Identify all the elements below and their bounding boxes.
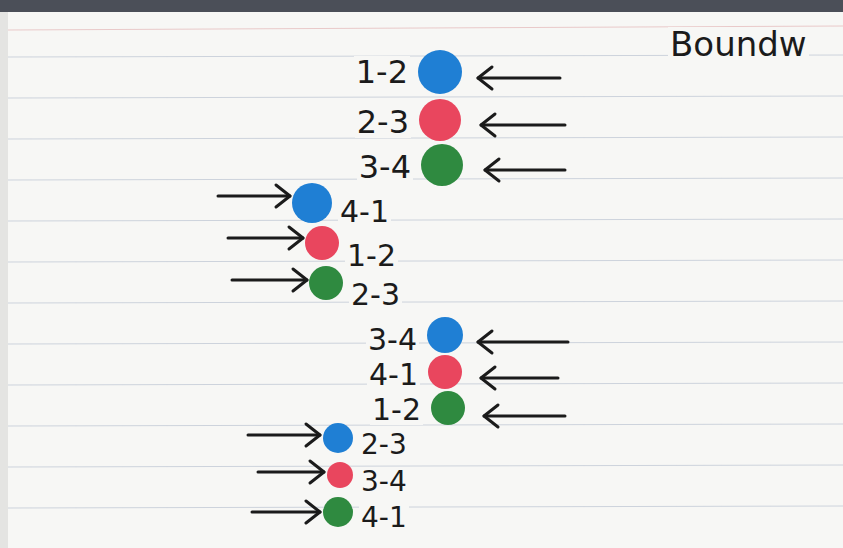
arrow-head	[481, 367, 495, 389]
ruled-line	[8, 506, 843, 508]
pair-label: 4-1	[359, 504, 409, 532]
color-dot	[323, 423, 353, 453]
pair-label: 1-2	[345, 241, 398, 271]
ruled-line	[8, 424, 843, 426]
ruled-line	[8, 260, 843, 262]
heading-text: Boundw	[668, 27, 809, 61]
pair-label: 4-1	[338, 197, 391, 227]
arrow-shaft	[478, 341, 568, 344]
color-dot	[292, 183, 332, 223]
arrow-shaft	[484, 415, 565, 418]
pair-label: 1-2	[370, 395, 423, 425]
paper-edge	[0, 12, 8, 548]
ruled-line	[8, 465, 843, 467]
ruled-line	[8, 137, 843, 139]
arrow-head	[310, 461, 324, 483]
color-dot	[428, 355, 462, 389]
arrow-head	[293, 269, 307, 291]
color-dot	[323, 497, 353, 527]
top-bar	[0, 0, 843, 12]
arrow-head	[485, 159, 499, 181]
arrow-head	[484, 405, 498, 427]
ruled-line	[8, 178, 843, 180]
color-dot	[418, 50, 462, 94]
arrow-head	[306, 424, 320, 446]
arrow-shaft	[228, 237, 303, 240]
arrow-head	[289, 227, 303, 249]
ruled-line	[8, 301, 843, 303]
color-dot	[419, 99, 461, 141]
color-dot	[421, 144, 463, 186]
color-dot	[427, 317, 463, 353]
color-dot	[309, 266, 343, 300]
arrow-head	[478, 67, 492, 89]
color-dot	[431, 391, 465, 425]
pair-label: 2-3	[359, 431, 409, 459]
arrow-shaft	[218, 195, 290, 198]
color-dot	[305, 226, 339, 260]
arrow-shaft	[252, 511, 320, 514]
ruled-lines	[8, 55, 843, 508]
arrow-shaft	[248, 434, 320, 437]
pair-label: 4-1	[367, 360, 420, 390]
arrow-head	[481, 114, 495, 136]
color-dot	[327, 462, 353, 488]
pair-label: 3-4	[366, 325, 419, 355]
pair-label: 2-3	[349, 280, 402, 310]
pair-label: 2-3	[355, 106, 411, 138]
arrow-head	[306, 501, 320, 523]
arrow-head	[478, 331, 492, 353]
pair-label: 3-4	[357, 151, 413, 183]
dots-and-arrows	[218, 50, 568, 527]
arrow-shaft	[481, 124, 565, 127]
ruled-line	[8, 96, 843, 98]
arrow-shaft	[481, 377, 558, 380]
pair-label: 3-4	[359, 468, 409, 496]
ruled-line	[8, 342, 843, 344]
arrow-shaft	[478, 77, 560, 80]
arrow-head	[276, 185, 290, 207]
arrow-shaft	[258, 471, 324, 474]
pair-label: 1-2	[354, 56, 410, 88]
ruled-line	[8, 219, 843, 221]
ruled-line	[8, 383, 843, 385]
arrow-shaft	[232, 279, 307, 282]
arrow-shaft	[485, 169, 565, 172]
